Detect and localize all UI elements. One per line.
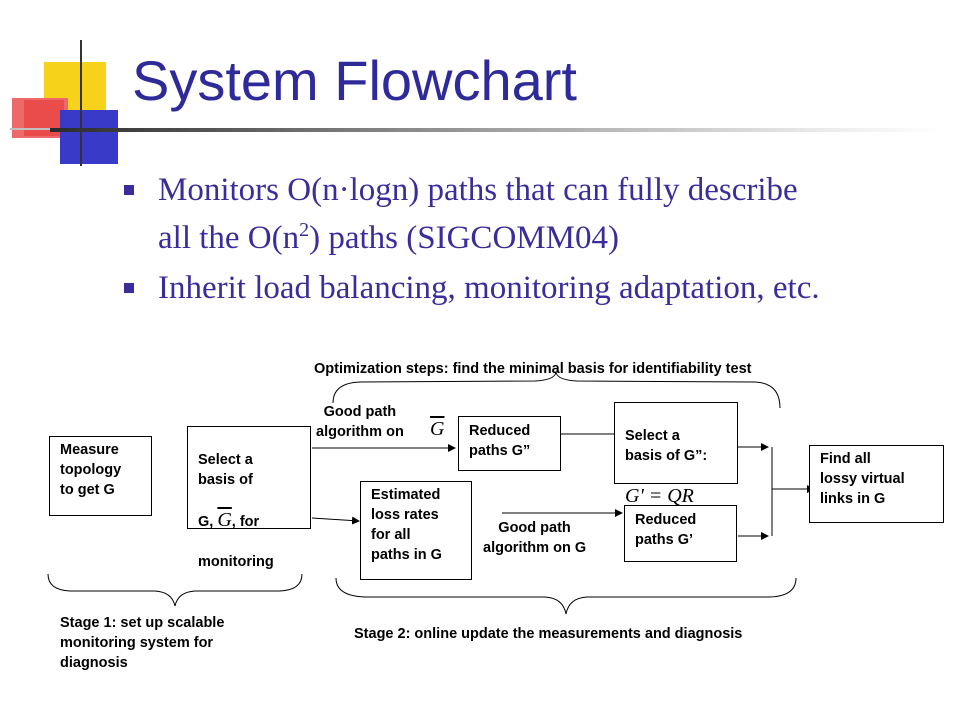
select-basis-g2-text: Select a basis of G”: (625, 428, 708, 464)
decor-horizontal-line (10, 128, 55, 130)
bullet-1-line-2-suffix: ) paths (SIGCOMM04) (309, 220, 619, 256)
g-bar-symbol-2: G (430, 418, 445, 440)
measure-topology-box: Measure topology to get G (49, 436, 152, 516)
stage2-brace (335, 577, 797, 615)
estimated-loss-rates-box: Estimated loss rates for all paths in G (360, 481, 472, 580)
bullet-1-line-2-prefix: all the O(n (158, 220, 300, 256)
slide-title: System Flowchart (132, 49, 577, 112)
select-basis-text-mid: G, G, for (198, 510, 300, 532)
stage1-caption: Stage 1: set up scalable monitoring syst… (60, 615, 225, 671)
arrow-to-estimated (311, 516, 360, 525)
g-bar-symbol-1: G (217, 509, 232, 531)
select-basis-g2-box: Select a basis of G”: G' = QR (614, 402, 738, 506)
good-path-label-2: Good path algorithm on G (483, 520, 587, 556)
reduced-paths-g1-box: Reduced paths G’ (624, 505, 737, 562)
bullet-1: Monitors O(n·logn) paths that can fully … (158, 170, 918, 258)
find-all-lossy-links-box: Find all lossy virtual links in G (809, 445, 944, 523)
bullet-marker-2 (124, 283, 134, 293)
optimization-caption: Optimization steps: find the minimal bas… (314, 361, 752, 377)
bullet-1-line-2: all the O(n2) paths (SIGCOMM04) (158, 210, 918, 258)
select-basis-mid-prefix: G, (198, 514, 214, 530)
bullet-1-superscript: 2 (299, 219, 310, 241)
decor-blue-square (60, 110, 118, 164)
stage2-caption: Stage 2: online update the measurements … (354, 626, 743, 642)
select-basis-monitoring-box: Select a basis of G, G, for monitoring (187, 426, 311, 570)
bullet-marker-1 (124, 185, 134, 195)
optimization-brace (332, 371, 781, 409)
qr-formula: G' = QR (625, 485, 694, 507)
decor-vertical-line (80, 40, 82, 166)
good-path-label-1: Good path algorithm on (316, 404, 404, 440)
title-underline (50, 128, 942, 132)
select-basis-text-bottom: monitoring (198, 554, 274, 570)
bullet-2: Inherit load balancing, monitoring adapt… (158, 270, 820, 306)
stage1-brace (47, 573, 303, 607)
bullet-1-line-1: Monitors O(n·logn) paths that can fully … (158, 172, 798, 208)
reduced-paths-g2-box: Reduced paths G” (458, 416, 561, 471)
select-basis-text-top: Select a basis of (198, 452, 253, 488)
select-basis-mid-suffix: , for (231, 514, 260, 530)
